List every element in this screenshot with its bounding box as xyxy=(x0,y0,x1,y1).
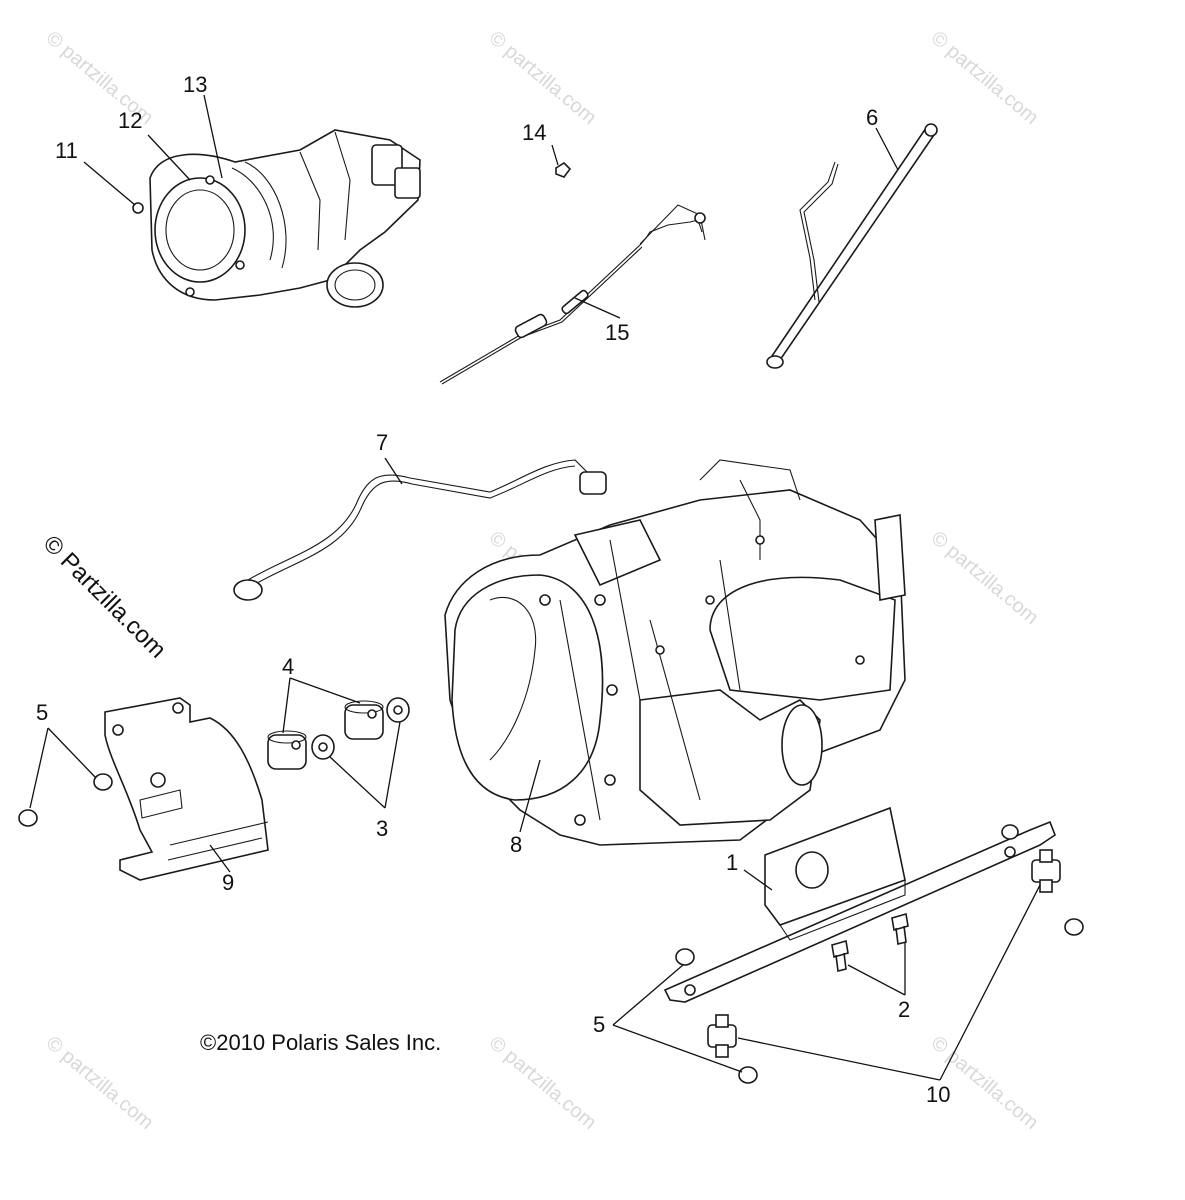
bracket-drawing xyxy=(104,697,269,881)
copyright-text: ©2010 Polaris Sales Inc. xyxy=(200,1030,441,1055)
callout-2: 2 xyxy=(898,997,910,1022)
callout-9: 9 xyxy=(222,870,234,895)
callout-1: 1 xyxy=(726,850,738,875)
mounts-drawing xyxy=(267,697,410,770)
watermark-main: © Partzilla.com xyxy=(38,530,171,663)
nuts-left-drawing xyxy=(18,773,113,827)
rod-drawing xyxy=(766,123,938,369)
callout-11: 11 xyxy=(55,138,78,163)
watermark: © partzilla.com xyxy=(42,1032,158,1134)
callout-7: 7 xyxy=(376,430,388,455)
callout-15: 15 xyxy=(605,320,629,345)
callout-4: 4 xyxy=(282,654,294,679)
bolts-drawing xyxy=(831,912,909,972)
callout-8: 8 xyxy=(510,832,522,857)
callout-10: 10 xyxy=(926,1082,950,1107)
callout-12: 12 xyxy=(118,108,142,133)
callout-labels: 11 12 13 14 15 6 7 8 9 5 4 3 1 2 5 10 xyxy=(36,72,950,1107)
callout-13: 13 xyxy=(183,72,207,97)
hose-drawing xyxy=(233,459,607,601)
callout-14: 14 xyxy=(522,120,546,145)
callout-5-right: 5 xyxy=(593,1012,605,1037)
skid-bracket-drawing xyxy=(663,806,1056,1003)
watermark: © partzilla.com xyxy=(927,27,1043,129)
callout-5-left: 5 xyxy=(36,700,48,725)
callout-3: 3 xyxy=(376,816,388,841)
cable-drawing xyxy=(439,161,706,385)
watermark: © partzilla.com xyxy=(927,527,1043,629)
watermark: © partzilla.com xyxy=(485,27,601,129)
throttle-body-drawing xyxy=(132,129,421,308)
mounts-right-drawing xyxy=(675,824,1084,1084)
leader-lines xyxy=(29,94,1041,1081)
callout-6: 6 xyxy=(866,105,878,130)
watermark: © partzilla.com xyxy=(485,1032,601,1134)
engine-drawing xyxy=(444,459,906,846)
